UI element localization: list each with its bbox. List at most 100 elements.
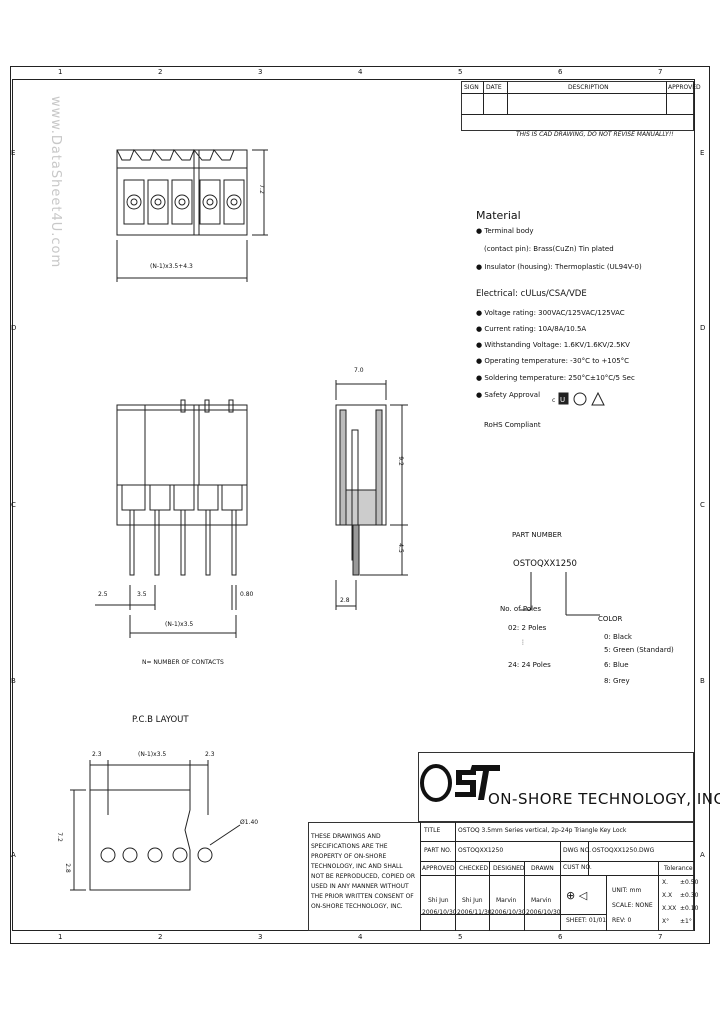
poles-item: 02: 2 Poles — [508, 624, 547, 632]
ost-logo — [420, 764, 500, 802]
pcb-middle: (N-1)x3.5 — [138, 751, 167, 758]
title-label: TITLE — [424, 827, 441, 834]
electrical-item: ● Voltage rating: 300VAC/125VAC/125VAC — [476, 309, 625, 317]
col-marker: 1 — [58, 68, 63, 76]
dim-front-pin: 0.80 — [240, 591, 254, 598]
dim-front-pitch: 3.5 — [137, 591, 147, 598]
poles-item: 24: 24 Poles — [508, 661, 551, 669]
row-marker: B — [11, 677, 16, 685]
material-title: Material — [476, 209, 521, 222]
pcb-height: 7.2 — [55, 832, 63, 842]
row-marker: A — [700, 851, 705, 859]
color-item: 8: Grey — [604, 677, 630, 685]
drawing-frame — [10, 66, 710, 944]
electrical-item: ● Operating temperature: -30°C to +105°C — [476, 357, 630, 365]
col-marker: 1 — [58, 933, 63, 941]
col-marker: 3 — [258, 933, 263, 941]
top-view-connector — [116, 149, 268, 282]
material-item: ● Terminal body — [476, 227, 534, 235]
poles-label: No. of Poles — [500, 605, 541, 613]
signer-name: Marvin — [496, 897, 517, 904]
scale-label: SCALE: NONE — [612, 902, 653, 909]
dim-side-bottom: 2.8 — [340, 597, 350, 604]
row-marker: D — [700, 324, 706, 332]
disclaimer: THESE DRAWINGS AND SPECIFICATIONS ARE TH… — [311, 833, 416, 910]
color-item: 5: Green (Standard) — [604, 646, 674, 654]
title-value: OSTOQ 3.5mm Series vertical, 2p-24p Tria… — [458, 827, 627, 834]
electrical-title: Electrical: cULus/CSA/VDE — [476, 289, 587, 299]
dim-side-pin: 4.5 — [396, 543, 404, 553]
rev-header-description: DESCRIPTION — [568, 84, 609, 91]
part-no-label: PART NO. — [424, 847, 452, 854]
role-label: CHECKED — [459, 865, 489, 872]
color-item: 6: Blue — [604, 661, 629, 669]
sign-date: 2006/10/30 — [526, 909, 561, 916]
col-marker: 6 — [558, 68, 563, 76]
dwg-value: OSTOQXX1250.DWG — [592, 847, 655, 854]
tolerance-key: X.XX — [662, 905, 677, 912]
role-label: DESIGNED — [493, 865, 525, 872]
row-marker: A — [11, 851, 16, 859]
front-view-connector — [95, 399, 248, 638]
row-marker: C — [700, 501, 705, 509]
row-marker: D — [11, 324, 17, 332]
dim-top-width: (N-1)x3.5+4.3 — [150, 263, 193, 270]
sign-date: 2006/10/30 — [491, 909, 526, 916]
cust-label: CUST NO. — [563, 864, 592, 871]
col-marker: 7 — [658, 933, 663, 941]
signer-name: Shi Jun — [428, 897, 449, 904]
part-no-value: OSTOQXX1250 — [458, 847, 504, 854]
electrical-item: ● Soldering temperature: 250°C±10°C/5 Se… — [476, 374, 635, 382]
material-item: ● Insulator (housing): Thermoplastic (UL… — [476, 263, 642, 271]
company-name: ON-SHORE TECHNOLOGY, INC — [488, 790, 720, 808]
pcb-title: P.C.B LAYOUT — [132, 715, 189, 725]
signer-name: Marvin — [531, 897, 552, 904]
role-label: APPROVED — [422, 865, 455, 872]
color-item: 0: Black — [604, 633, 632, 641]
sign-date: 2006/11/30 — [457, 909, 492, 916]
tolerance-key: X.X — [662, 892, 673, 899]
pcb-right: 2.3 — [205, 751, 215, 758]
sheet-label: SHEET: 01/01 — [566, 917, 607, 924]
pcb-left: 2.3 — [92, 751, 102, 758]
col-marker: 6 — [558, 933, 563, 941]
rohs-compliant: RoHS Compliant — [484, 421, 541, 429]
dim-top-height: 7.2 — [257, 184, 265, 194]
sign-date: 2006/10/30 — [422, 909, 457, 916]
col-marker: 5 — [458, 68, 463, 76]
rev-header-date: DATE — [486, 84, 502, 91]
dim-front-left: 2.5 — [98, 591, 108, 598]
rev-header-approved: APPROVED — [668, 84, 701, 91]
tolerance-value: ±0.50 — [680, 879, 699, 886]
row-marker: E — [11, 149, 16, 157]
electrical-item: ● Current rating: 10A/8A/10.5A — [476, 325, 587, 333]
pcb-hole: Ø1.40 — [240, 819, 259, 826]
rev-header-sign: SIGN — [464, 84, 479, 91]
side-view-connector — [335, 380, 408, 610]
tolerance-key: X. — [662, 879, 669, 886]
row-marker: C — [11, 501, 16, 509]
pcb-offset: 2.8 — [63, 863, 71, 873]
role-label: DRAWN — [531, 865, 554, 872]
material-item: (contact pin): Brass(CuZn) Tin plated — [484, 245, 614, 253]
tolerance-key: X° — [662, 918, 670, 925]
electrical-item: ● Withstanding Voltage: 1.6KV/1.6KV/2.5K… — [476, 341, 630, 349]
projection-symbol-icon: ⊕ ◁ — [566, 889, 588, 902]
row-marker: E — [700, 149, 705, 157]
tolerance-value: ±0.10 — [680, 905, 699, 912]
dim-side-height: 9.2 — [396, 456, 404, 466]
pcb-layout-drawing — [70, 760, 241, 891]
rev-label: REV: 0 — [612, 917, 632, 924]
poles-ellipsis: ⋮ — [520, 639, 526, 646]
col-marker: 2 — [158, 933, 163, 941]
tolerance-value: ±0.30 — [680, 892, 699, 899]
contacts-note: N= NUMBER OF CONTACTS — [142, 659, 224, 666]
electrical-item: ● Safety Approval — [476, 391, 541, 399]
dim-side-width: 7.0 — [354, 367, 364, 374]
tolerance-label: Tolerance — [664, 865, 693, 872]
color-label: COLOR — [598, 615, 623, 623]
col-marker: 4 — [358, 68, 363, 76]
col-marker: 3 — [258, 68, 263, 76]
col-marker: 5 — [458, 933, 463, 941]
